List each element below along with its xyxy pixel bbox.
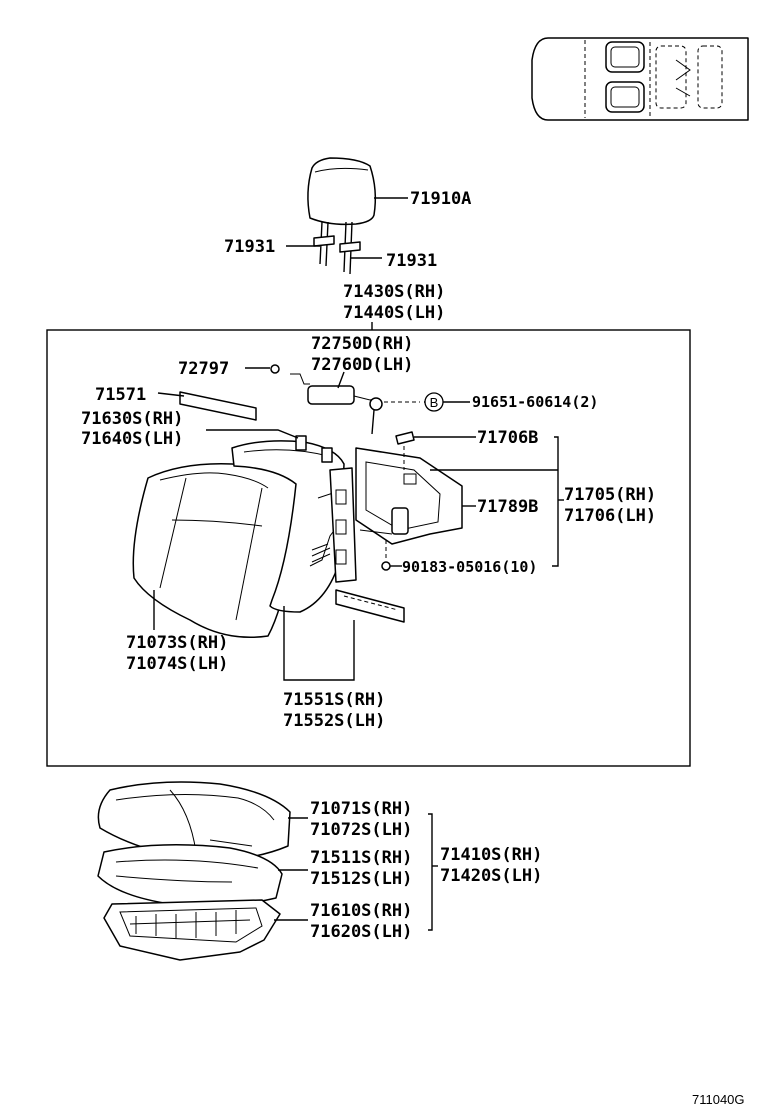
label-71610s: 71610S(RH) [310,901,412,921]
label-71074s: 71074S(LH) [126,654,228,674]
label-71410s: 71410S(RH) [440,845,542,865]
label-71640s: 71640S(LH) [81,429,183,449]
label-72760d: 72760D(LH) [311,355,413,375]
label-71552s: 71552S(LH) [283,711,385,731]
seatback-side-bracket [329,467,357,583]
leader-lines [153,197,564,931]
seatback-board-part [355,447,463,545]
label-71430s: 71430S(RH) [343,282,445,302]
label-71931-right: 71931 [386,251,437,271]
label-71420s: 71420S(LH) [440,866,542,886]
label-71620s: 71620S(LH) [310,922,412,942]
seatback-cover-part [132,463,300,639]
plate-71571-part [179,391,257,421]
label-71440s: 71440S(LH) [343,303,445,323]
vehicle-locator-icon [531,37,749,121]
label-71705: 71705(RH) [564,485,656,505]
label-71910a: 71910A [410,189,471,209]
label-72797: 72797 [178,359,229,379]
hog-ring-icon [395,431,415,470]
label-71630s: 71630S(RH) [81,409,183,429]
pad-71551-part [335,589,405,623]
label-71072s: 71072S(LH) [310,820,412,840]
reference-b-label: B [430,395,439,410]
reference-b-icon [424,392,444,412]
headrest-part [307,157,377,275]
clip-72797-icon [270,364,280,374]
part-labels: 71910A 71931 71931 71430S(RH) 71440S(LH)… [81,189,745,1107]
label-71931-left: 71931 [224,237,275,257]
label-71706: 71706(LH) [564,506,656,526]
screw-90183-icon [381,561,391,571]
recliner-lever-part [290,373,420,435]
label-91651: 91651-60614(2) [472,393,598,411]
label-71571: 71571 [95,385,146,405]
seatback-group-box [46,329,691,767]
label-71706b: 71706B [477,428,538,448]
figure-code: 711040G [692,1092,745,1107]
label-71511s: 71511S(RH) [310,848,412,868]
label-71789b: 71789B [477,497,538,517]
cushion-pad-part [97,844,283,907]
label-90183: 90183-05016(10) [402,558,537,576]
label-71512s: 71512S(LH) [310,869,412,889]
label-71551s: 71551S(RH) [283,690,385,710]
cushion-frame-part [103,899,281,961]
label-72750d: 72750D(RH) [311,334,413,354]
label-71071s: 71071S(RH) [310,799,412,819]
label-71073s: 71073S(RH) [126,633,228,653]
